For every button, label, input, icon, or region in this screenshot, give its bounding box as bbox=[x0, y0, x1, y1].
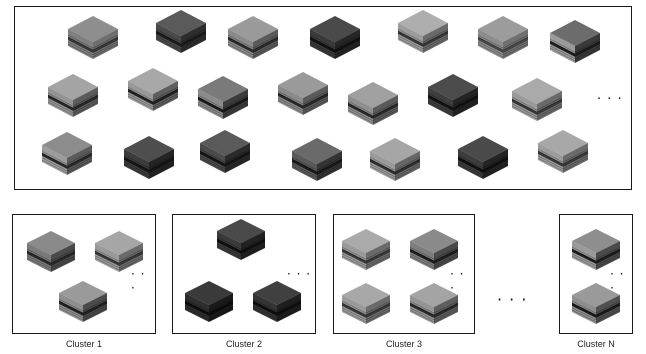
seismic-volume-cube bbox=[199, 129, 251, 178]
seismic-volume-cube bbox=[277, 71, 329, 120]
seismic-volume-cube bbox=[369, 137, 421, 186]
cluster-panel-3: · · · bbox=[333, 214, 475, 334]
cluster-panel-1: · · · bbox=[12, 214, 156, 334]
cluster-volume-cube bbox=[94, 230, 144, 277]
cluster-1-label: Cluster 1 bbox=[65, 339, 102, 349]
cluster-volume-cube bbox=[571, 282, 621, 329]
seismic-volume-cube bbox=[47, 73, 99, 122]
cluster-panel-n: · · · bbox=[559, 214, 633, 334]
cluster-volume-cube bbox=[341, 228, 391, 275]
seismic-volume-cube bbox=[549, 19, 601, 68]
cluster-volume-cube bbox=[184, 280, 234, 327]
cluster-volume-cube bbox=[26, 230, 76, 277]
cluster-volume-cube bbox=[571, 228, 621, 275]
seismic-volume-cube bbox=[347, 81, 399, 130]
cluster-volume-cube bbox=[216, 218, 266, 265]
seismic-volume-cube bbox=[155, 9, 207, 58]
seismic-volume-cube bbox=[291, 137, 343, 186]
volume-pool-panel: · · · bbox=[14, 6, 632, 190]
seismic-volume-cube bbox=[127, 67, 179, 116]
seismic-volume-cube bbox=[427, 73, 479, 122]
seismic-volume-cube bbox=[197, 75, 249, 124]
seismic-volume-cube bbox=[457, 135, 509, 184]
cluster-1-continuation-dots: · · · bbox=[131, 267, 146, 295]
seismic-volume-cube bbox=[227, 15, 279, 64]
cluster-2-continuation-dots: · · · bbox=[287, 267, 312, 281]
cluster-2-label: Cluster 2 bbox=[225, 339, 262, 349]
cluster-n-label: Cluster N bbox=[577, 339, 615, 349]
seismic-volume-cube bbox=[67, 15, 119, 64]
seismic-volume-cube bbox=[41, 131, 93, 180]
cluster-3-label: Cluster 3 bbox=[385, 339, 422, 349]
seismic-volume-cube bbox=[477, 15, 529, 64]
cluster-3-continuation-dots: · · · bbox=[450, 267, 465, 295]
cluster-volume-cube bbox=[341, 282, 391, 329]
cluster-volume-cube bbox=[409, 282, 459, 329]
cluster-n-continuation-dots: · · · bbox=[610, 267, 625, 295]
seismic-volume-cube bbox=[397, 9, 449, 58]
seismic-volume-cube bbox=[309, 15, 361, 64]
seismic-volume-cube bbox=[537, 129, 589, 178]
seismic-volume-cube bbox=[123, 135, 175, 184]
seismic-volume-cube bbox=[511, 77, 563, 126]
cluster-volume-cube bbox=[409, 228, 459, 275]
pool-continuation-dots: · · · bbox=[597, 92, 623, 107]
cluster-panel-2: · · · bbox=[172, 214, 316, 334]
cluster-volume-cube bbox=[252, 280, 302, 327]
cluster-volume-cube bbox=[58, 280, 108, 327]
between-clusters-dots: · · · bbox=[497, 290, 528, 309]
